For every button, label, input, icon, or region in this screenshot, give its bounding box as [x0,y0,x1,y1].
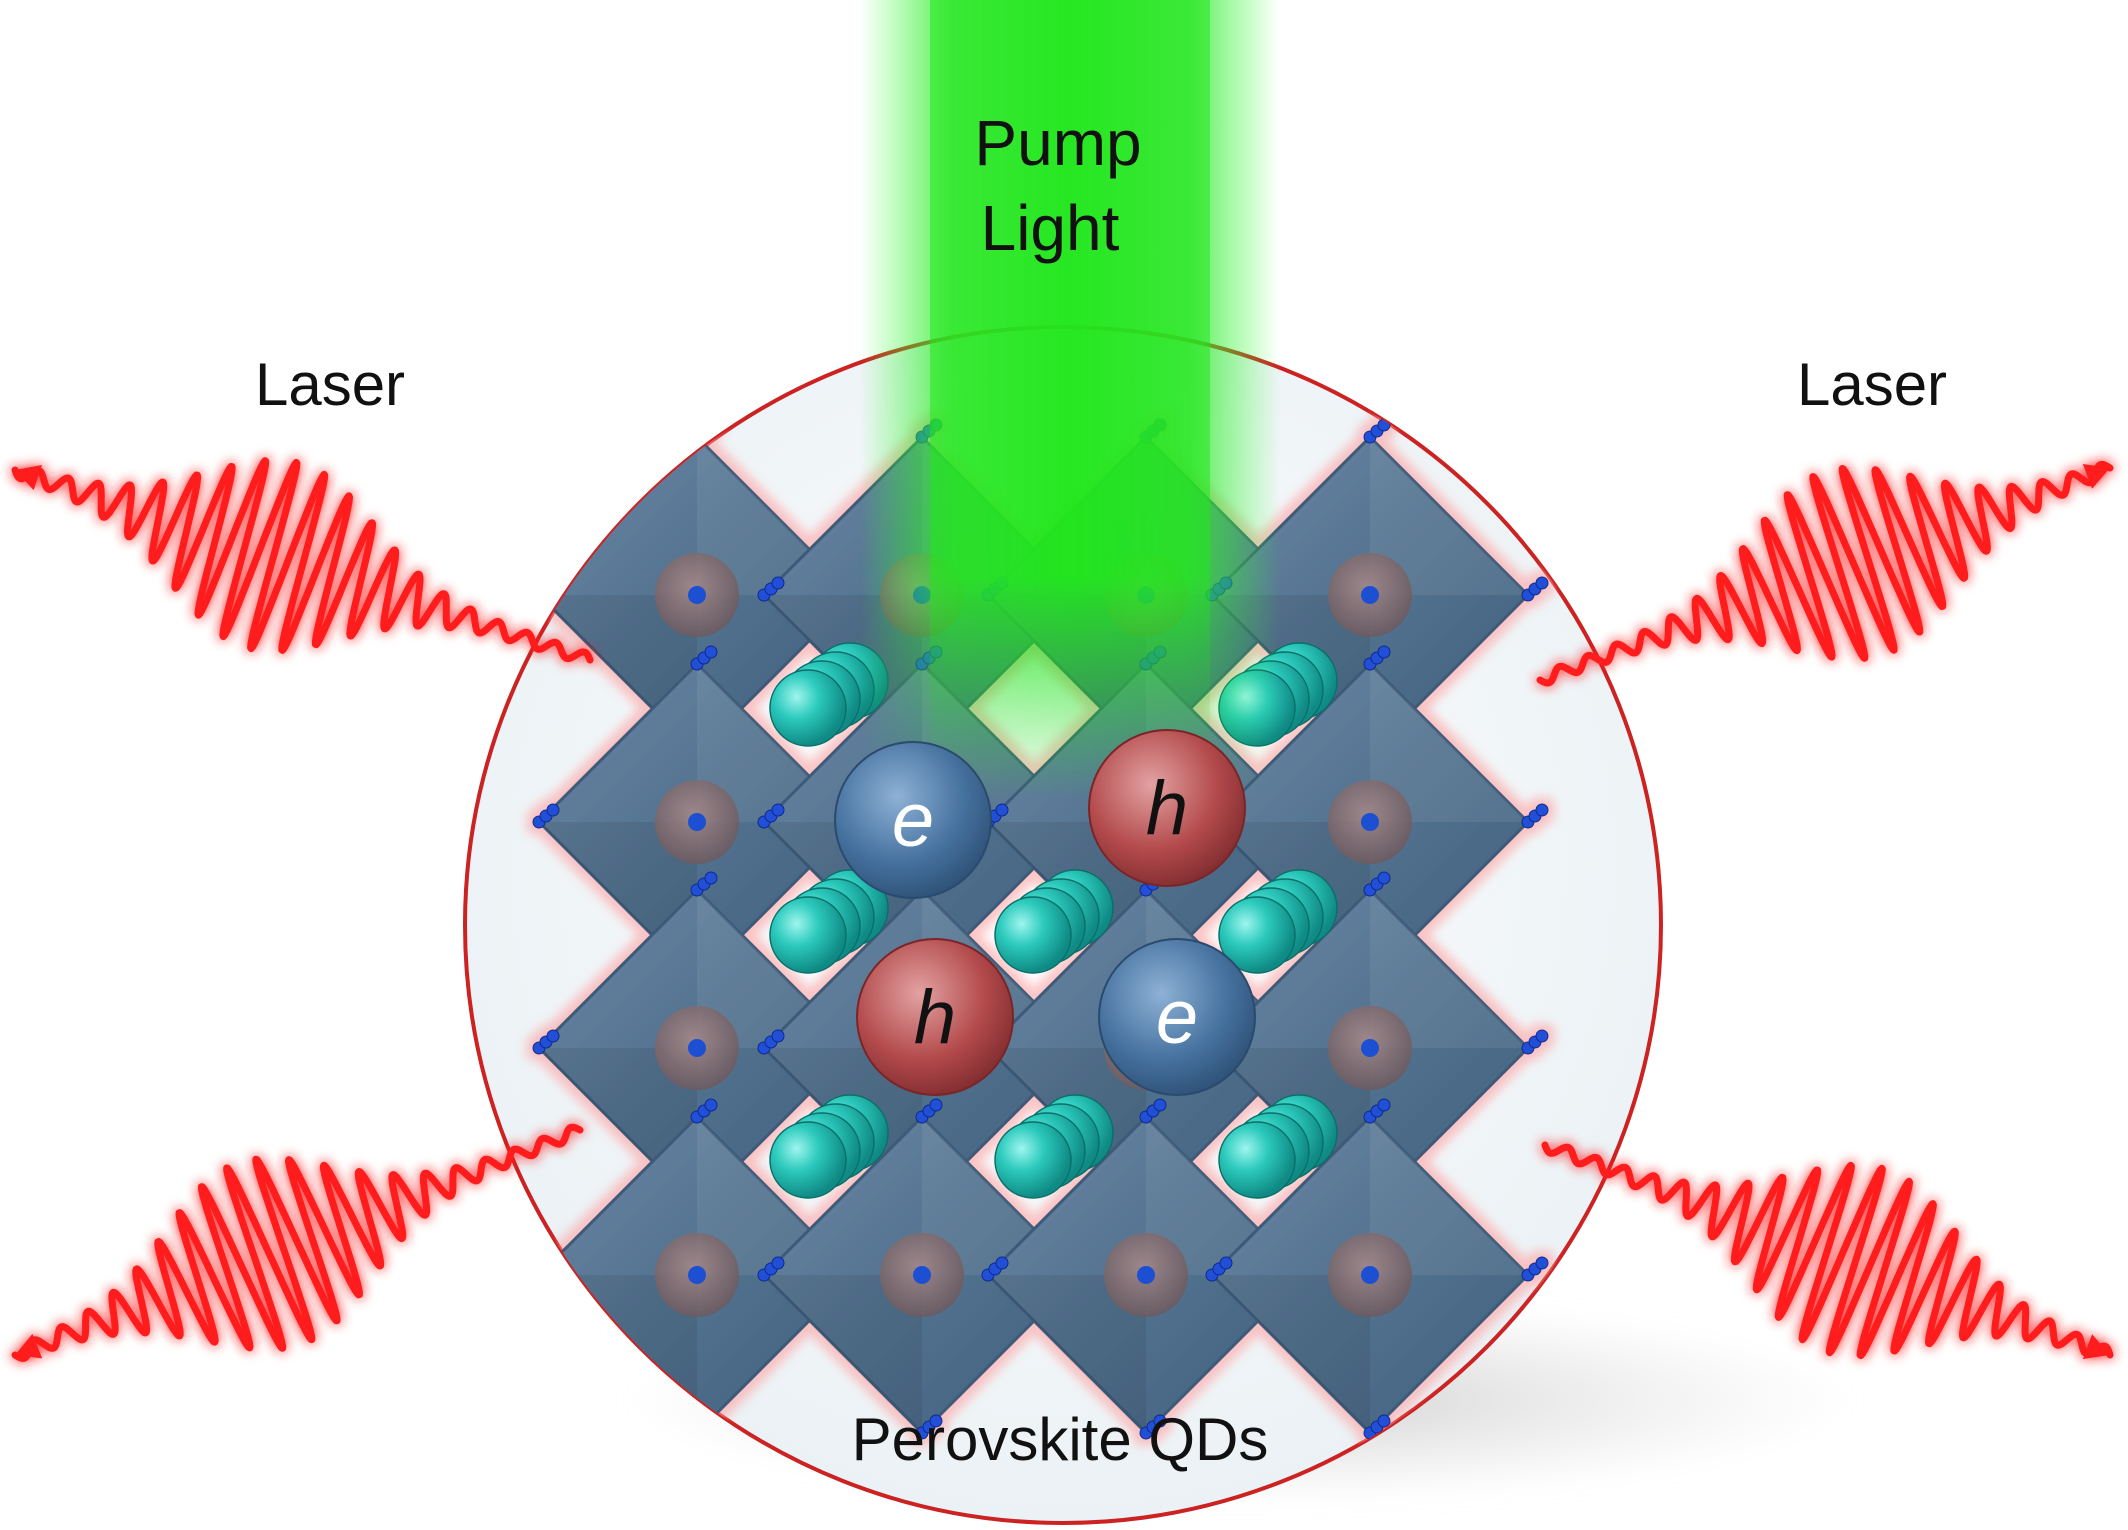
halide-dot [697,424,711,438]
electron-label: e [892,778,934,863]
b-site-core-dot [688,1266,706,1284]
laser-wave-bottom-right [1541,1141,2114,1360]
halide-dot [546,1256,560,1270]
b-site-core-dot [1361,1266,1379,1284]
halide-dot [539,582,553,596]
laser-wave-top-right [1536,460,2114,687]
octahedron-unit [981,1098,1325,1440]
halide-dot [929,1098,943,1112]
hole-label: h [914,975,956,1060]
arrowhead-icon [15,1333,43,1359]
hole-label: h [1146,766,1188,851]
b-site-core-dot [913,1266,931,1284]
halide-dot [1153,1098,1167,1112]
arrowhead-icon [2082,463,2110,489]
halide-dot [532,588,546,602]
halide-dot [546,576,560,590]
cation-sphere [994,1094,1114,1199]
halide-dot [771,803,785,817]
cation-sphere [1218,869,1338,974]
arrowhead-icon [15,464,42,491]
perovskite-qds-label: Perovskite QDs [852,1406,1269,1473]
halide-dot [546,1029,560,1043]
pump-light-label-line1: Pump [974,107,1141,179]
electron-sphere: e [1098,938,1256,1096]
halide-dot [771,1029,785,1043]
halide-dot [771,1256,785,1270]
halide-dot [1219,1256,1233,1270]
arrowhead-icon [2082,1334,2110,1360]
halide-dot [1535,1029,1549,1043]
laser-wave-bottom-left [11,1123,584,1362]
laser-label-right: Laser [1797,351,1947,418]
b-site-core-dot [688,586,706,604]
cation-sphere [769,1094,889,1199]
b-site-core-dot [688,1039,706,1057]
b-site-core-dot [688,813,706,831]
pump-light-label-line2: Light [981,192,1120,264]
halide-dot [995,803,1009,817]
laser-label-left: Laser [255,351,405,418]
halide-dot [704,418,718,432]
b-site-core-dot [1361,1039,1379,1057]
halide-dot [704,1098,718,1112]
laser-waves [11,457,2114,1362]
halide-dot [704,871,718,885]
cation-sphere [769,869,889,974]
laser-wave-top-left [11,457,594,664]
halide-dot [1377,871,1391,885]
halide-dot [1535,803,1549,817]
b-site-core-dot [1361,813,1379,831]
cation-sphere [994,869,1114,974]
electron-sphere: e [834,741,992,899]
charge-carriers: e h h e [834,729,1256,1096]
halide-dot [1535,1256,1549,1270]
halide-dot [704,645,718,659]
halide-dot [1535,576,1549,590]
halide-dot [1153,1414,1167,1428]
pump-beam [860,0,1280,800]
electron-label: e [1156,975,1198,1060]
b-site-core-dot [1137,1266,1155,1284]
halide-dot [929,1414,943,1428]
halide-dot [546,803,560,817]
hole-sphere: h [1088,729,1246,887]
halide-dot [690,430,704,444]
octahedron-unit [532,871,876,1213]
cation-sphere [1218,1094,1338,1199]
octahedron-unit [1205,1098,1549,1440]
halide-dot [995,1256,1009,1270]
halide-dot [1377,1098,1391,1112]
octahedron-unit [532,645,876,987]
hole-sphere: h [856,938,1014,1096]
halide-dot [539,1262,553,1276]
halide-dot [771,576,785,590]
halide-dot [1377,645,1391,659]
halide-dot [532,1268,546,1282]
cation-sphere [769,642,889,747]
halide-dot [1377,1414,1391,1428]
b-site-core-dot [1361,586,1379,604]
